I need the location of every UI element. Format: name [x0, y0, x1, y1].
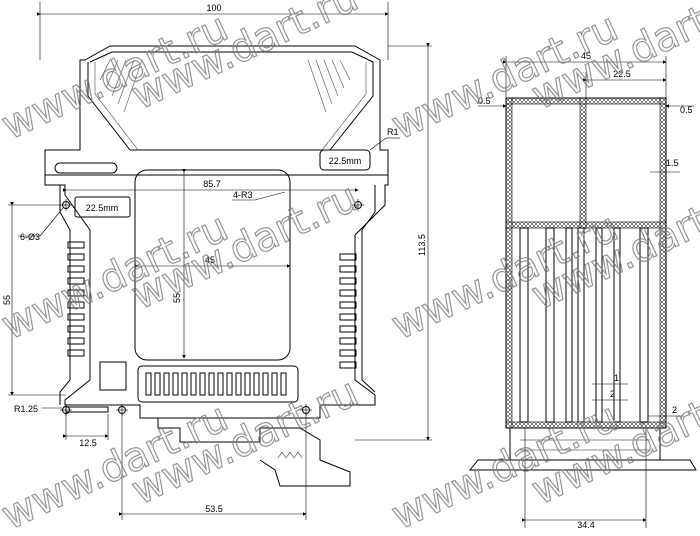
dim-bottom-width: 34.4 [577, 520, 595, 530]
dim-wall-right: 0.5 [680, 105, 693, 115]
dim-inner-depth: 22.5 [613, 69, 631, 79]
dim-window-width: 45 [205, 255, 215, 265]
dim-rib-1: 1 [614, 373, 619, 383]
dim-radius-top: R1 [387, 127, 399, 137]
dim-inner-width: 85.7 [203, 179, 221, 189]
dim-rib-2: 2 [610, 389, 615, 399]
vent-slots-left [67, 241, 85, 357]
label-top-right: 22.5mm [329, 156, 362, 166]
housing-body-outline [44, 175, 389, 419]
dim-slot-width: 12.5 [79, 438, 97, 448]
dim-wall-side: 1.5 [666, 158, 679, 168]
dim-window-height: 55 [172, 293, 182, 303]
dim-height: 113.5 [417, 234, 427, 256]
vent-slots-bottom [145, 372, 287, 396]
dim-overall-width: 100 [206, 3, 221, 13]
dim-pitch-bottom: 53.5 [205, 504, 223, 514]
dim-rib-3: 2 [672, 405, 677, 415]
housing-top-outline [44, 45, 389, 176]
front-view: 100 22.5mm R1 22 [2, 2, 432, 520]
dim-overall-depth: 45 [581, 51, 591, 61]
dim-holes: 6-Ø3 [20, 232, 40, 242]
label-left: 22.5mm [86, 203, 119, 213]
dim-corner-radius: 4-R3 [233, 190, 253, 200]
dim-wall-left: 0.5 [478, 96, 491, 106]
vent-slots-right [339, 253, 357, 369]
din-rail [468, 459, 697, 471]
din-clip [157, 418, 351, 487]
dim-left-height: 55 [2, 295, 12, 305]
dim-radius-small: R1.25 [14, 404, 38, 414]
inner-plates [519, 227, 649, 423]
watermark-text: www.dart.ru [125, 0, 365, 119]
side-view: 45 22.5 0.5 0.5 1.5 1 [468, 51, 697, 530]
